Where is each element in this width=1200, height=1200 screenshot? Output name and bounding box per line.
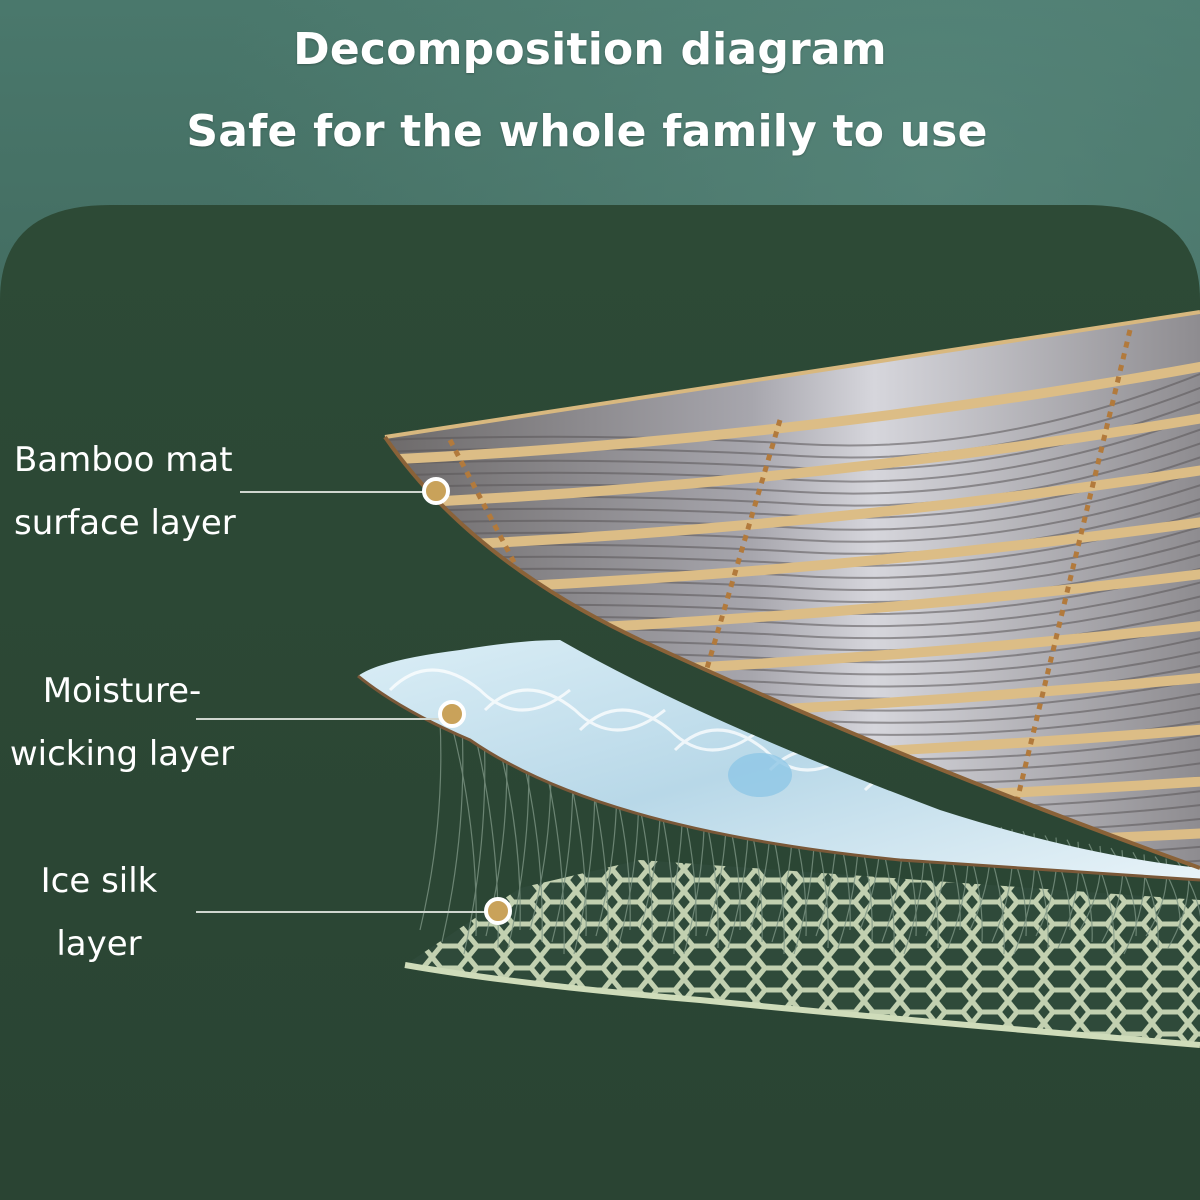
moisture-wave bbox=[388, 668, 571, 712]
spacer-fiber bbox=[450, 721, 477, 937]
leader-bamboo bbox=[240, 477, 450, 505]
bamboo-strip bbox=[385, 360, 1200, 465]
wood-grain-line bbox=[385, 467, 1200, 531]
label-ice-line-1: Ice silk bbox=[40, 861, 158, 901]
leader-moisture bbox=[196, 700, 466, 728]
label-ice-silk: Ice silk layer bbox=[14, 850, 184, 976]
label-ice-line-2: layer bbox=[56, 924, 142, 964]
bamboo-stitch bbox=[1007, 329, 1133, 831]
label-moisture-line-1: Moisture- bbox=[42, 671, 202, 711]
spacer-fiber bbox=[463, 728, 486, 955]
label-moisture-line-2: wicking layer bbox=[9, 734, 235, 774]
label-moisture-wicking: Moisture- wicking layer bbox=[8, 660, 236, 786]
title-line-2: Safe for the whole family to use bbox=[186, 106, 988, 157]
wood-grain-line bbox=[385, 481, 1200, 543]
moisture-wave bbox=[578, 708, 761, 752]
label-bamboo-line-2: surface layer bbox=[14, 503, 236, 543]
wood-grain-line bbox=[385, 411, 1200, 483]
spacer-fiber bbox=[419, 719, 442, 931]
wood-grain-line bbox=[385, 425, 1200, 495]
spacer-fiber bbox=[441, 724, 464, 943]
bamboo-strip bbox=[385, 412, 1200, 509]
label-bamboo-mat: Bamboo mat surface layer bbox=[14, 429, 236, 555]
moisture-wave bbox=[673, 728, 856, 772]
title-line-1: Decomposition diagram bbox=[293, 24, 887, 75]
wood-grain-line bbox=[385, 369, 1200, 447]
moisture-wave bbox=[483, 688, 666, 732]
leader-ice-silk bbox=[196, 897, 512, 925]
label-bamboo-line-1: Bamboo mat bbox=[14, 440, 233, 480]
